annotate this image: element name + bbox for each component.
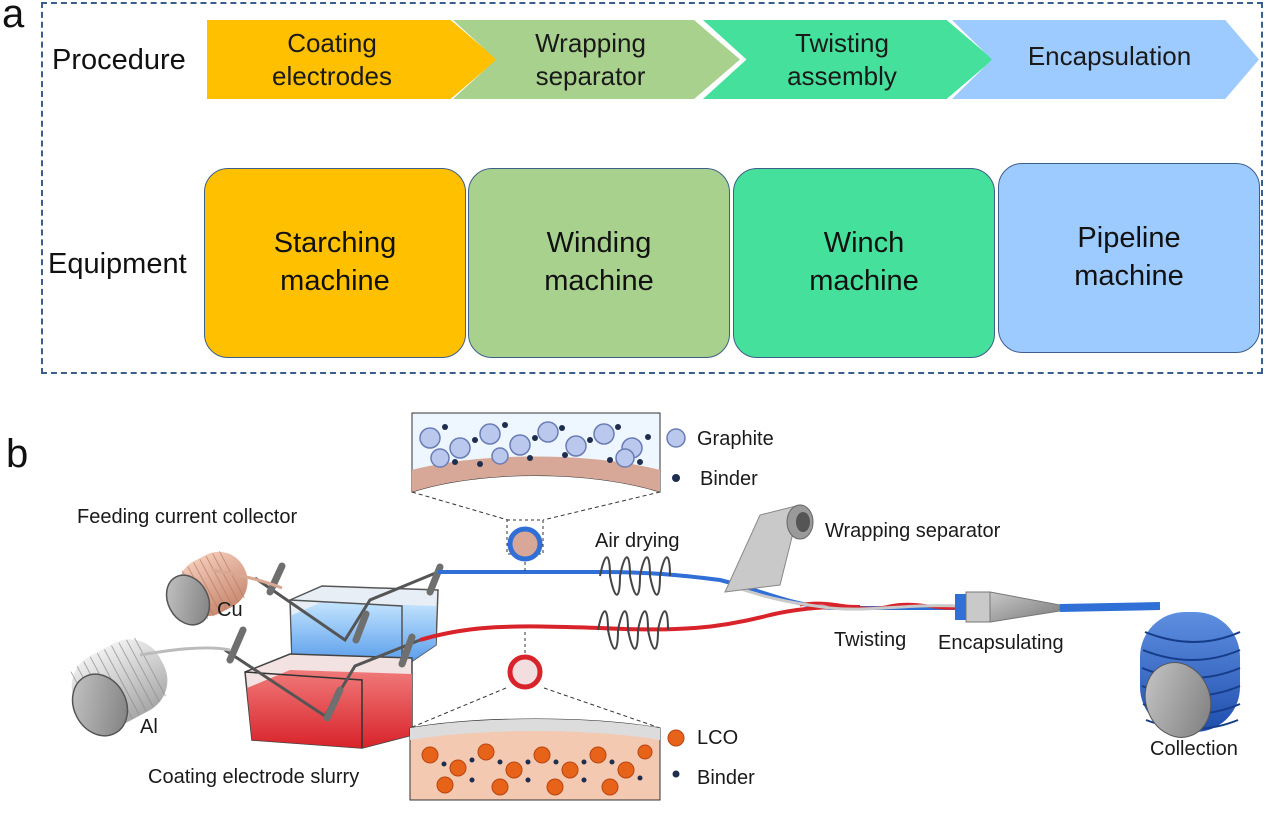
separator-roll	[724, 504, 814, 593]
cu-label: Cu	[217, 599, 243, 621]
fabrication-illustration	[70, 412, 1241, 801]
lco-legend-icon	[667, 729, 685, 747]
wrapping-separator-label: Wrapping separator	[825, 520, 1001, 542]
al-label: Al	[140, 716, 158, 738]
twisting-label: Twisting	[834, 629, 907, 651]
cu-slurry-bath	[254, 570, 439, 669]
panel-a-frame	[41, 2, 1263, 374]
air-drying-label: Air drying	[595, 530, 680, 552]
binder-label-top: Binder	[700, 468, 758, 490]
procedure-row-label: Procedure	[52, 44, 186, 76]
equipment-row-label: Equipment	[48, 248, 187, 280]
binder-label-bottom: Binder	[697, 767, 755, 789]
cu-spool	[165, 550, 248, 626]
collection-coil	[1140, 612, 1241, 738]
panel-b-label: b	[6, 432, 29, 476]
coating-slurry-label: Coating electrode slurry	[148, 766, 360, 788]
binder-legend-icon-bottom	[672, 770, 680, 778]
panel-a-label: a	[2, 0, 25, 36]
collection-label: Collection	[1150, 738, 1238, 760]
air-dryer-coils	[597, 556, 671, 650]
lco-cross-section	[409, 632, 661, 801]
encapsulating-label: Encapsulating	[938, 632, 1064, 654]
al-spool	[70, 637, 168, 737]
feeding-label: Feeding current collector	[77, 506, 298, 528]
graphite-cross-section	[411, 412, 661, 572]
encapsulation-nozzle	[955, 591, 1161, 623]
graphite-label: Graphite	[697, 428, 774, 450]
lco-label: LCO	[697, 727, 739, 749]
anode-fiber	[438, 570, 960, 610]
binder-legend-icon	[672, 474, 680, 482]
cathode-fiber	[419, 604, 861, 642]
procedure-step-encapsulation: Encapsulation	[952, 20, 1259, 99]
graphite-legend-icon	[666, 428, 686, 448]
